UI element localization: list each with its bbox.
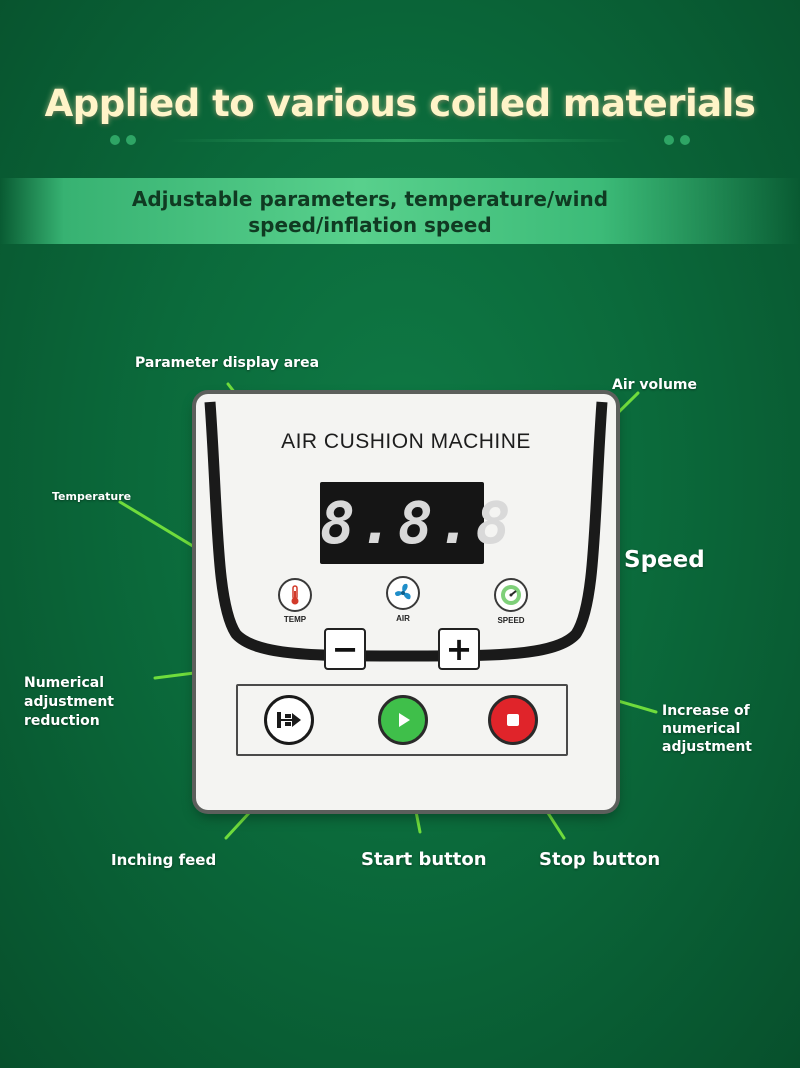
panel-frame-band: [204, 401, 608, 662]
callout-decrease: Numerical adjustment reduction: [24, 675, 115, 729]
callout-stop: Stop button: [539, 849, 661, 870]
air-label: AIR: [396, 614, 410, 623]
start-button[interactable]: [378, 695, 428, 745]
stop-button[interactable]: [488, 695, 538, 745]
fan-icon: [395, 583, 411, 600]
callout-speed: Speed: [624, 547, 705, 573]
thermometer-icon: [291, 585, 299, 605]
panel-title: AIR CUSHION MACHINE: [281, 430, 531, 453]
inching-feed-button[interactable]: [264, 695, 314, 745]
play-icon: [399, 713, 410, 727]
parameter-display: 8.8.8: [320, 482, 511, 564]
speed-label: SPEED: [497, 616, 525, 625]
stop-icon: [507, 714, 519, 726]
temp-label: TEMP: [283, 615, 307, 624]
callout-temperature: Temperature: [52, 490, 132, 503]
callout-inching-feed: Inching feed: [111, 851, 217, 869]
subtitle-banner: [0, 178, 800, 244]
callout-display-area: Parameter display area: [135, 355, 320, 371]
decrease-button[interactable]: −: [324, 628, 366, 670]
page-title: Applied to various coiled materials: [44, 82, 756, 125]
callout-air-volume: Air volume: [612, 377, 698, 393]
callout-increase: Increase of numerical adjustment: [662, 703, 753, 755]
air-button[interactable]: [386, 576, 420, 610]
subtitle-text: Adjustable parameters, temperature/wind …: [131, 187, 609, 237]
control-button-group: [236, 684, 568, 756]
speed-button[interactable]: [494, 578, 528, 612]
temp-button[interactable]: [278, 578, 312, 612]
increase-button[interactable]: +: [438, 628, 480, 670]
callout-start: Start button: [361, 849, 487, 870]
title-decoration: [110, 133, 690, 147]
inching-feed-icon: [277, 712, 301, 728]
control-panel: AIR CUSHION MACHINE 8.8.8 TEMP AIR: [196, 394, 616, 810]
speedometer-icon: [501, 585, 521, 605]
